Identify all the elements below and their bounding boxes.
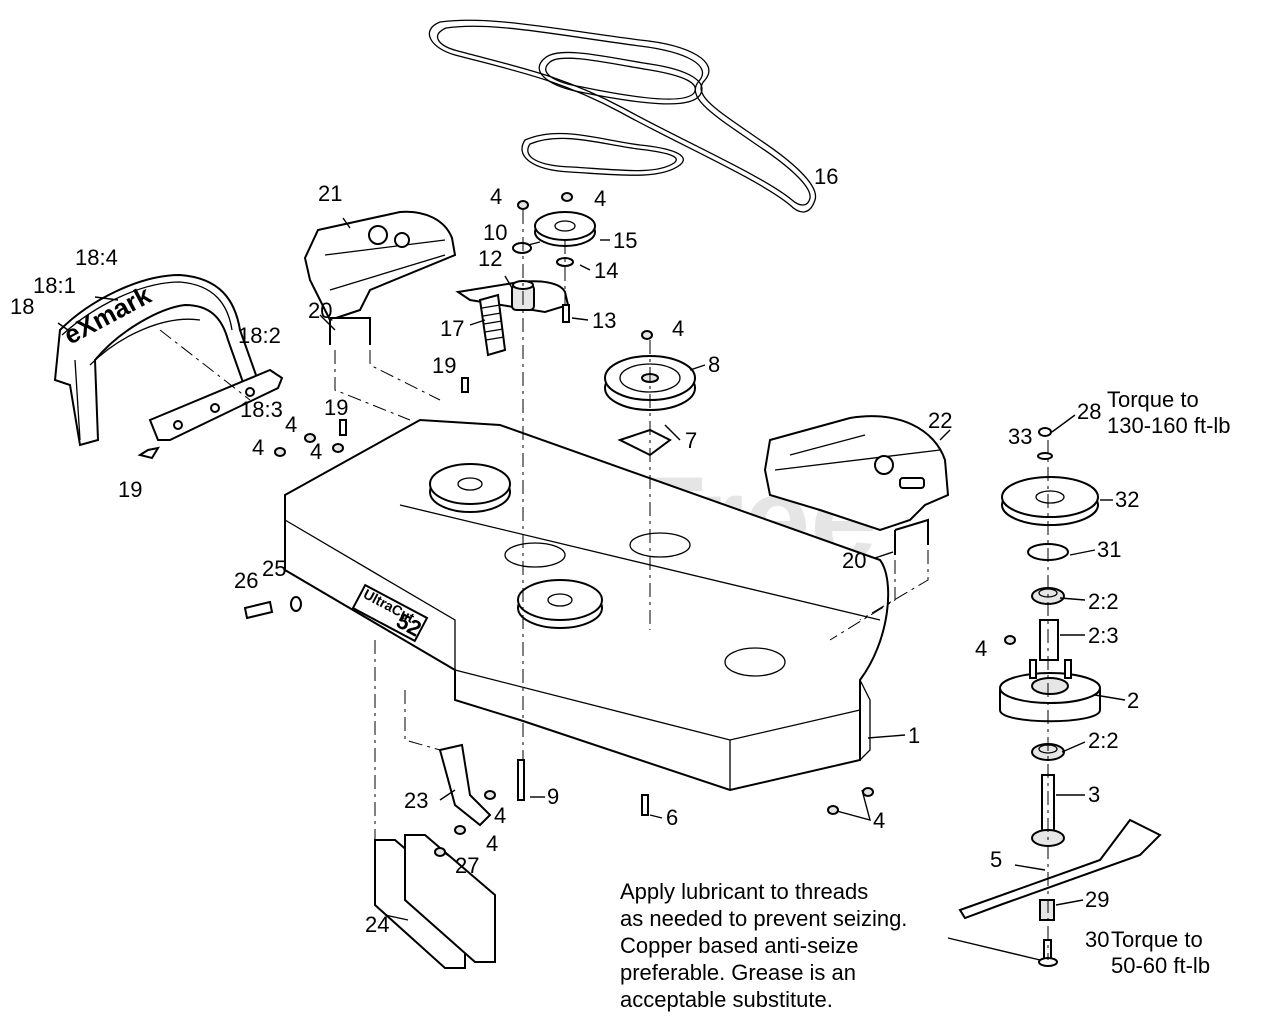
- torque-note-upper: Torque to 130-160 ft-lb: [1107, 387, 1231, 438]
- callout-19-left: 19: [118, 477, 142, 502]
- hardware-nuts: [137, 192, 1016, 857]
- torque-lower-line2: 50-60 ft-lb: [1111, 953, 1210, 978]
- rear-belt-shield: [303, 210, 457, 322]
- callout-labels: 1 2 2:2 2:3 2:2 3 4 4 4 4 4 4 4 4 4 4 5 …: [10, 164, 1139, 952]
- torque-lower-line1: Torque to: [1111, 927, 1203, 952]
- bolt-13: [562, 304, 570, 323]
- stud-29: [1039, 899, 1055, 921]
- callout-4-idler: 4: [672, 316, 684, 341]
- callout-8: 8: [708, 352, 720, 377]
- callout-31: 31: [1097, 537, 1121, 562]
- callout-9: 9: [547, 784, 559, 809]
- callout-1: 1: [908, 723, 920, 748]
- callout-27: 27: [455, 853, 479, 878]
- baffle-23: [438, 743, 492, 827]
- callout-19-mid: 19: [324, 395, 348, 420]
- callout-4-bracket-c: 4: [252, 435, 264, 460]
- callout-2: 2: [1127, 688, 1139, 713]
- callout-2-3: 2:3: [1088, 623, 1119, 648]
- idler-arm-assembly: [455, 280, 570, 357]
- callout-4-deck: 4: [873, 808, 885, 833]
- bolt-9: [517, 759, 525, 801]
- spacer-7: [617, 428, 672, 457]
- callout-23: 23: [404, 788, 428, 813]
- deck-spindle-pulley-left: [429, 463, 511, 513]
- callout-4-baffle-b: 4: [486, 831, 498, 856]
- washer-33: [1037, 452, 1053, 460]
- callout-22: 22: [928, 408, 952, 433]
- torque-upper-line2: 130-160 ft-lb: [1107, 413, 1231, 438]
- rod-20-left: [329, 317, 371, 345]
- callout-26: 26: [234, 568, 258, 593]
- deck-size-decal: UltraCut 52: [351, 583, 429, 643]
- rod-20-right: [894, 518, 929, 555]
- callout-21: 21: [318, 181, 342, 206]
- callout-5: 5: [990, 847, 1002, 872]
- callout-20-right: 20: [842, 548, 866, 573]
- lubricant-line5: acceptable substitute.: [620, 987, 833, 1012]
- washer-25: [290, 596, 302, 612]
- callout-24: 24: [365, 912, 389, 937]
- callout-4-bracket-a: 4: [285, 412, 297, 437]
- callout-30: 30: [1085, 927, 1109, 952]
- lubricant-note: Apply lubricant to threads as needed to …: [620, 879, 907, 1012]
- nut-28: [1038, 427, 1052, 437]
- callout-4-top-right: 4: [594, 186, 606, 211]
- lubricant-line3: Copper based anti-seize: [620, 933, 858, 958]
- callout-4-baffle-a: 4: [494, 803, 506, 828]
- callout-6: 6: [666, 805, 678, 830]
- callout-4-spindle: 4: [975, 636, 987, 661]
- bearing-lower: [1031, 743, 1065, 761]
- callout-2-2-lower: 2:2: [1088, 728, 1119, 753]
- lubricant-line2: as needed to prevent seizing.: [620, 906, 907, 931]
- callout-7: 7: [685, 428, 697, 453]
- spacer-2-3: [1039, 619, 1059, 661]
- callout-32: 32: [1115, 487, 1139, 512]
- shield-bracket: [148, 368, 284, 441]
- callout-29: 29: [1085, 887, 1109, 912]
- lubricant-line4: preferable. Grease is an: [620, 960, 856, 985]
- callout-16: 16: [814, 164, 838, 189]
- baffle-plates-24: [374, 834, 496, 969]
- callout-4-bracket-b: 4: [310, 439, 322, 464]
- blade-5: [958, 818, 1162, 920]
- deck-spindle-pulley-center: [517, 579, 603, 629]
- torque-note-lower: Torque to 50-60 ft-lb: [1111, 927, 1210, 978]
- callout-18-4: 18:4: [75, 245, 118, 270]
- pulley-15: [534, 211, 596, 247]
- callout-18-2: 18:2: [238, 323, 281, 348]
- spindle-housing: [999, 659, 1101, 723]
- callout-15: 15: [613, 228, 637, 253]
- torque-upper-line1: Torque to: [1107, 387, 1199, 412]
- callout-28: 28: [1077, 399, 1101, 424]
- callout-17: 17: [440, 316, 464, 341]
- callout-18-3: 18:3: [240, 397, 283, 422]
- callout-13: 13: [592, 308, 616, 333]
- leader-lines: [57, 217, 1126, 961]
- right-belt-shield: [763, 415, 950, 532]
- drive-belt: [428, 19, 817, 213]
- callout-18: 18: [10, 294, 34, 319]
- callout-12: 12: [478, 246, 502, 271]
- bolt-6: [641, 794, 649, 816]
- callout-19-top: 19: [432, 353, 456, 378]
- callout-2-2-upper: 2:2: [1088, 589, 1119, 614]
- lubricant-line1: Apply lubricant to threads: [620, 879, 868, 904]
- callout-14: 14: [594, 258, 618, 283]
- callout-3: 3: [1088, 782, 1100, 807]
- callout-25: 25: [262, 556, 286, 581]
- callout-20-left: 20: [308, 298, 332, 323]
- callout-4-top-left: 4: [490, 184, 502, 209]
- callout-18-1: 18:1: [33, 273, 76, 298]
- spindle-pulley-32: [1001, 476, 1099, 526]
- bolt-26: [243, 600, 274, 620]
- callout-33: 33: [1008, 424, 1032, 449]
- alignment-lines: [159, 210, 1049, 960]
- callout-10: 10: [483, 220, 507, 245]
- washer-10: [512, 242, 532, 254]
